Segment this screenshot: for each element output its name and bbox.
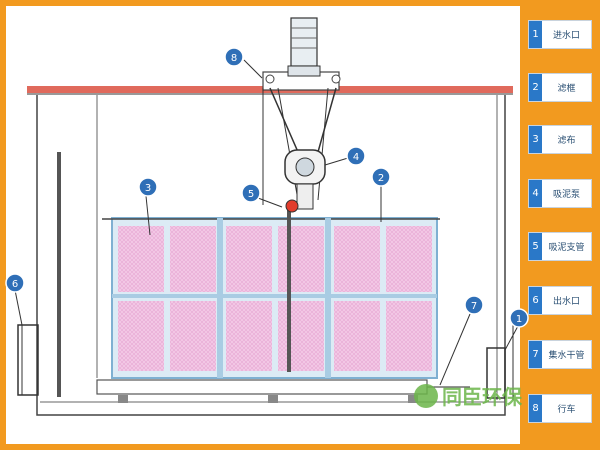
legend-item-8: 8 行车 <box>528 394 592 423</box>
legend-label: 吸泥泵 <box>552 190 580 200</box>
leader-line <box>257 197 283 208</box>
callout-2: 2 <box>371 167 391 187</box>
callout-8-text: 8 <box>231 53 237 64</box>
callout-1-text: 1 <box>516 314 522 325</box>
callout-7-text: 7 <box>471 301 477 312</box>
legend-num: 5 <box>529 233 542 260</box>
leader-line <box>14 289 23 326</box>
legend-label: 滤框 <box>557 84 576 94</box>
legend-num: 8 <box>529 395 542 422</box>
outlet-pipe <box>17 324 39 396</box>
filter-cell <box>226 226 272 292</box>
callout-5: 5 <box>241 183 261 203</box>
support-foot <box>408 395 418 403</box>
legend: 1 进水口 2 滤框 3 滤布 4 吸泥泵 5 吸泥支管 6 出水口 7 集水干… <box>524 6 594 444</box>
logo-mark <box>414 384 438 408</box>
filter-cell <box>278 226 324 292</box>
legend-num: 3 <box>529 126 542 153</box>
callout-6-text: 6 <box>12 279 18 290</box>
filter-cell <box>386 226 432 292</box>
legend-num: 1 <box>529 21 542 48</box>
filter-cell <box>278 301 324 371</box>
support-foot <box>268 395 278 403</box>
legend-item-7: 7 集水干管 <box>528 340 592 369</box>
leader-line <box>243 59 263 79</box>
leader-line <box>439 313 471 386</box>
callout-4: 4 <box>346 146 366 166</box>
filter-cell <box>334 226 380 292</box>
leader-line <box>324 157 349 166</box>
watermark-logo: 同臣环保 <box>414 384 523 409</box>
support-foot <box>118 395 128 403</box>
wheel <box>265 74 275 84</box>
legend-num: 4 <box>529 180 542 207</box>
motor-base <box>287 65 321 77</box>
legend-num: 7 <box>529 341 542 368</box>
legend-item-3: 3 滤布 <box>528 125 592 154</box>
filter-cell <box>118 301 164 371</box>
legend-item-2: 2 滤框 <box>528 73 592 102</box>
callout-3-text: 3 <box>145 183 151 194</box>
legend-label: 行车 <box>557 405 576 415</box>
callout-8: 8 <box>224 47 244 67</box>
legend-label: 出水口 <box>552 297 580 307</box>
legend-label: 集水干管 <box>548 351 585 361</box>
legend-item-4: 4 吸泥泵 <box>528 179 592 208</box>
carriage-strut <box>317 87 337 153</box>
gauge-pipe <box>57 152 61 397</box>
watermark-text: 同臣环保 <box>442 385 523 409</box>
suction-elbow <box>285 199 299 213</box>
legend-label: 吸泥支管 <box>548 243 585 253</box>
pump-column <box>296 183 314 210</box>
legend-num: 6 <box>529 287 542 314</box>
wheel <box>331 74 341 84</box>
tank-outline <box>36 95 506 416</box>
callout-7: 7 <box>464 295 484 315</box>
motor-body <box>290 17 318 67</box>
legend-item-1: 1 进水口 <box>528 20 592 49</box>
legend-item-5: 5 吸泥支管 <box>528 232 592 261</box>
callout-6: 6 <box>5 273 25 293</box>
callout-2-text: 2 <box>378 173 384 184</box>
callout-3: 3 <box>138 177 158 197</box>
callout-4-text: 4 <box>353 152 359 163</box>
filter-cell <box>170 301 216 371</box>
leader-line <box>145 195 151 236</box>
legend-label: 滤布 <box>557 136 576 146</box>
legend-label: 进水口 <box>552 31 580 41</box>
legend-item-6: 6 出水口 <box>528 286 592 315</box>
inlet-pipe <box>486 347 506 399</box>
collector-pipe <box>96 379 428 395</box>
leader-line <box>504 325 519 351</box>
filter-cell <box>226 301 272 371</box>
callout-5-text: 5 <box>248 189 254 200</box>
legend-num: 2 <box>529 74 542 101</box>
filter-cell <box>118 226 164 292</box>
callout-1: 1 <box>509 308 529 328</box>
filter-cell <box>334 301 380 371</box>
filter-cell <box>170 226 216 292</box>
pump-core <box>295 157 315 177</box>
filter-cell <box>386 301 432 371</box>
